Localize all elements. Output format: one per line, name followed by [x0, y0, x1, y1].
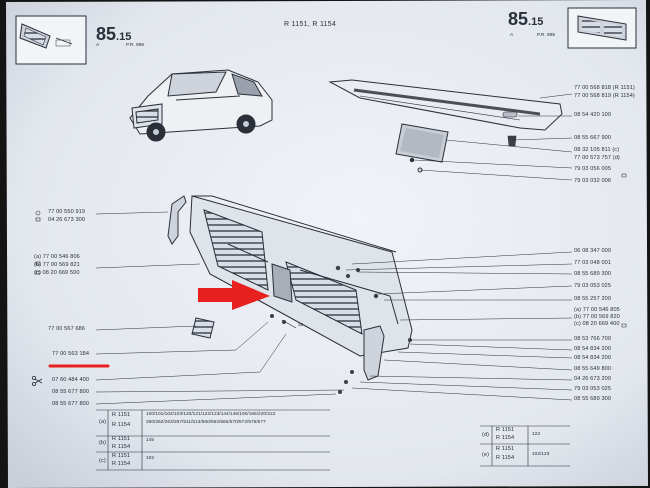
part-ref: 08 53 766 700 — [574, 336, 612, 342]
table-key: (b) — [99, 440, 107, 446]
part-ref: (b) 77 00 569 820 — [574, 314, 620, 320]
page-left-a: A — [96, 43, 100, 48]
bonnet-panel — [328, 79, 563, 147]
part-ref: 79 03 053 025 — [574, 283, 612, 289]
part-ref: 08 54 420 100 — [574, 112, 612, 118]
grille-thumbnail-icon-right — [567, 7, 637, 49]
table-model: R 1154 — [496, 455, 515, 461]
page-left-pr: P.R. 995 — [126, 43, 145, 48]
part-ref: 08 55 677 800 — [52, 389, 90, 395]
table-model: R 1154 — [496, 435, 515, 441]
part-ref: (a) 77 00 546 805 — [574, 307, 620, 313]
part-ref: 04 26 673 300 — [48, 217, 86, 223]
badge-plate — [395, 123, 449, 173]
table-model: R 1151 — [112, 412, 131, 418]
model-tables — [96, 409, 570, 471]
page-title: R 1151, R 1154 — [284, 21, 337, 28]
part-ref: 08 54 834 200 — [574, 355, 612, 361]
table-model: R 1154 — [112, 461, 131, 467]
part-ref: 77 00 567 686 — [48, 326, 86, 332]
table-key: (e) — [482, 452, 490, 458]
table-codes: 123 — [532, 432, 541, 437]
table-key: (a) — [99, 419, 107, 425]
leader-lines — [95, 93, 573, 405]
part-ref: 08 55 677 800 — [52, 401, 90, 407]
filter-pad — [191, 317, 215, 339]
table-model: R 1151 — [496, 446, 515, 452]
part-ref: 04 26 673 200 — [574, 376, 612, 382]
part-ref: 07 60 484 400 — [52, 377, 90, 383]
part-ref: 08 55 649 800 — [574, 366, 612, 372]
part-ref: 08 55 689 300 — [574, 396, 612, 402]
part-ref: (b) 77 00 569 821 — [34, 262, 80, 268]
quantity-marker — [281, 319, 297, 329]
table-codes: 100/101/102/103/120/121/122/123/144/146/… — [146, 412, 276, 425]
front-grille — [189, 195, 413, 357]
table-codes: 145 — [146, 438, 155, 443]
part-ref: 77 00 568 819 (R 1154) — [574, 93, 635, 99]
table-codes: 102 — [146, 456, 155, 461]
car-illustration — [129, 69, 273, 142]
part-ref: 79 03 032 006 — [574, 178, 612, 184]
table-model: R 1154 — [112, 444, 131, 450]
part-ref: (a) 77 00 546 806 — [34, 254, 80, 260]
table-model: R 1151 — [496, 427, 515, 433]
part-ref: 08 32 105 811 (c) — [574, 147, 620, 153]
table-key: (d) — [482, 432, 490, 438]
page-right-pr: P.R. 995 — [537, 33, 556, 38]
part-ref: 77 00 568 818 (R 1151) — [574, 85, 635, 91]
red-arrow-icon — [198, 280, 270, 310]
part-ref-highlighted: 77 00 563 184 — [52, 351, 90, 357]
scissors-icon — [32, 375, 43, 386]
page-right-a: A — [510, 33, 514, 38]
part-ref: 06 08 347 000 — [574, 248, 612, 254]
part-ref: 08 55 257 200 — [574, 296, 612, 302]
part-ref: 79 03 056 005 — [574, 166, 612, 172]
part-ref: 77 00 573 757 (d) — [574, 155, 620, 161]
table-model: R 1154 — [112, 422, 131, 428]
part-ref: 08 55 667 900 — [574, 135, 612, 141]
table-codes: 102/123 — [532, 452, 550, 457]
quantity-label: 35 — [298, 323, 304, 328]
part-ref: 77 00 550 919 — [48, 209, 86, 215]
page-number-right: 85.15 — [508, 9, 544, 29]
page-number-left: 85.15 — [96, 24, 132, 44]
part-marker-icons — [35, 173, 627, 328]
part-ref: 77 03 048 001 — [574, 260, 612, 266]
table-model: R 1151 — [112, 436, 131, 442]
part-ref: (c) 08 20 669 500 — [34, 270, 80, 276]
part-ref: 08 55 689 300 — [574, 271, 612, 277]
left-bracket — [167, 195, 187, 245]
part-ref: 08 54 834 200 — [574, 346, 612, 352]
fasteners — [270, 265, 412, 394]
table-model: R 1151 — [112, 453, 131, 459]
grille-thumbnail-icon — [15, 15, 87, 65]
table-key: (c) — [99, 458, 106, 464]
part-ref: (c) 08 20 669 400 — [574, 321, 620, 327]
part-ref: 79 03 053 025 — [574, 386, 612, 392]
